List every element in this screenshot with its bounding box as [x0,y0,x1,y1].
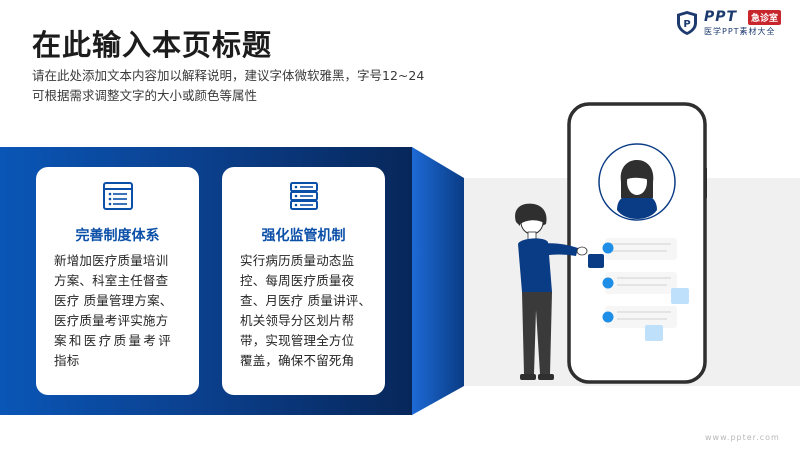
page-subtitle: 请在此处添加文本内容加以解释说明，建议字体微软雅黑，字号12~24 可根据需求调… [32,66,472,106]
feature-card-supervision: 强化监管机制 实行病历质量动态监 控、每周医疗质量夜 查、月医疗 质量讲评、 机… [222,167,385,395]
feature-card-system: 完善制度体系 新增加医疗质量培训 方案、科室主任督查 医疗 质量管理方案、 医疗… [36,167,199,395]
svg-text:P: P [683,19,690,30]
card-line: 医疗质量考评实施方 [54,313,169,328]
brand-logo: P PPT 急诊室 医学PPT素材大全 [676,8,796,38]
card-body: 新增加医疗质量培训 方案、科室主任督查 医疗 质量管理方案、 医疗质量考评实施方… [54,251,184,371]
card-line: 带，实现管理全方位 [240,333,355,348]
card-line: 机关领导分区划片帮 [240,313,355,328]
card-title: 完善制度体系 [75,228,160,244]
document-list-icon [103,182,133,210]
card-line: 控、每周医疗质量夜 [240,273,355,288]
logo-brand-text: PPT [704,9,738,25]
phone-illustration [567,102,707,384]
card-line: 方案、科室主任督查 [54,273,169,288]
card-line: 案和医疗质量考评 [54,333,174,348]
card-line: 新增加医疗质量培训 [54,253,169,268]
card-title: 强化监管机制 [261,228,346,244]
watermark: www.ppter.com [705,433,780,442]
blue-panel-bevel [412,147,464,415]
card-line: 查、月医疗 质量讲评、 [240,293,372,308]
card-line: 实行病历质量动态监 [240,253,355,268]
card-line: 覆盖，确保不留死角 [240,353,355,368]
card-line: 医疗 质量管理方案、 [54,293,173,308]
person-illustration [515,203,689,380]
card-line: 指标 [54,353,80,368]
card-body: 实行病历质量动态监 控、每周医疗质量夜 查、月医疗 质量讲评、 机关领导分区划片… [240,251,372,371]
page-title: 在此输入本页标题 [32,28,273,62]
subtitle-line-2: 可根据需求调整文字的大小或颜色等属性 [32,88,258,103]
subtitle-line-1: 请在此处添加文本内容加以解释说明，建议字体微软雅黑，字号12~24 [32,68,425,83]
logo-tag: 急诊室 [748,10,782,25]
shield-icon: P [677,11,697,35]
server-database-icon [290,182,318,210]
logo-tagline: 医学PPT素材大全 [704,27,776,36]
